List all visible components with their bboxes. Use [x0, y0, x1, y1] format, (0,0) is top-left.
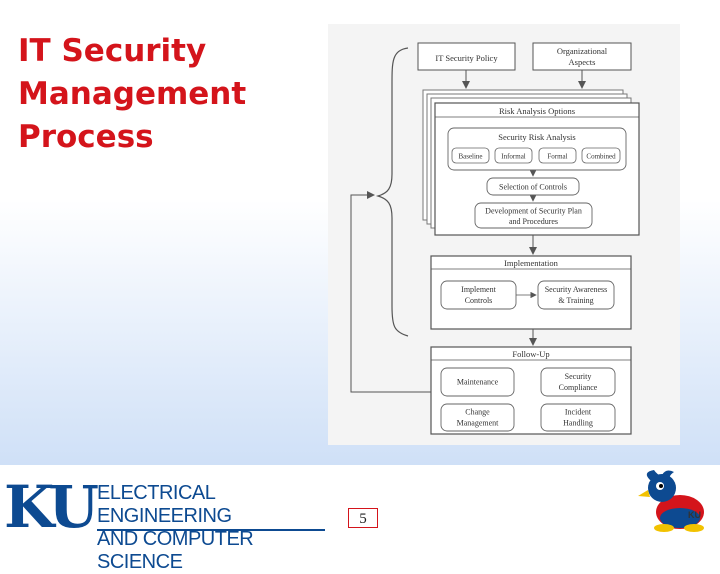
option-formal-label: Formal — [547, 153, 567, 161]
change-management-box: Change Management — [440, 403, 515, 432]
option-combined-label: Combined — [586, 153, 616, 161]
awareness-training-line2: & Training — [558, 296, 593, 305]
change-management-line1: Change — [465, 408, 490, 417]
feedback-loop-line — [350, 191, 431, 393]
sra-label: Security Risk Analysis — [498, 132, 575, 142]
org-aspects-box: Organizational Aspects — [532, 42, 632, 71]
security-plan-box: Development of Security Plan and Procedu… — [474, 202, 593, 229]
implementation-panel: Implementation Implement Controls Securi… — [430, 255, 632, 330]
curly-brace — [375, 47, 409, 337]
option-baseline: Baseline — [451, 147, 490, 164]
org-aspects-line2: Aspects — [569, 57, 596, 67]
diagram-canvas: IT Security Policy Organizational Aspect… — [350, 42, 640, 435]
department-line1: ELECTRICAL ENGINEERING — [97, 482, 232, 527]
policy-box: IT Security Policy — [417, 42, 516, 71]
department-line2: AND COMPUTER SCIENCE — [97, 528, 254, 573]
option-baseline-label: Baseline — [458, 153, 482, 161]
option-informal-label: Informal — [501, 153, 526, 161]
ku-logo: KU — [4, 473, 99, 541]
option-formal: Formal — [538, 147, 577, 164]
followup-panel: Follow-Up Maintenance Security Complianc… — [430, 346, 632, 435]
implement-controls-line1: Implement — [461, 285, 496, 294]
option-informal: Informal — [494, 147, 533, 164]
incident-handling-box: Incident Handling — [540, 403, 616, 432]
implement-controls-box: Implement Controls — [440, 280, 517, 310]
awareness-training-line1: Security Awareness — [545, 285, 608, 294]
compliance-line1: Security — [565, 372, 592, 381]
security-management-diagram: IT Security Policy Organizational Aspect… — [328, 24, 680, 445]
slide-title: IT Security Management Process — [18, 33, 247, 155]
svg-text:KU: KU — [688, 510, 701, 520]
incident-handling-line2: Handling — [563, 419, 593, 428]
option-combined: Combined — [581, 147, 621, 164]
followup-header: Follow-Up — [512, 349, 549, 359]
selection-controls-box: Selection of Controls — [486, 177, 580, 196]
risk-analysis-panel: Risk Analysis Options Security Risk Anal… — [434, 102, 640, 236]
org-aspects-line1: Organizational — [557, 46, 608, 56]
sra-box — [447, 127, 627, 171]
department-underline — [97, 529, 325, 531]
page-number: 5 — [348, 508, 378, 528]
change-management-line2: Management — [457, 419, 500, 428]
jayhawk-mascot-icon: KU — [636, 466, 712, 537]
implementation-header: Implementation — [504, 258, 559, 268]
incident-handling-line1: Incident — [565, 408, 592, 417]
compliance-box: Security Compliance — [540, 367, 616, 397]
risk-panel-header: Risk Analysis Options — [499, 106, 575, 116]
selection-controls-label: Selection of Controls — [499, 183, 567, 192]
maintenance-box: Maintenance — [440, 367, 515, 397]
implement-controls-line2: Controls — [465, 296, 493, 305]
awareness-training-box: Security Awareness & Training — [537, 280, 615, 310]
maintenance-label: Maintenance — [457, 378, 499, 387]
security-plan-line2: and Procedures — [509, 217, 558, 226]
compliance-line2: Compliance — [559, 383, 598, 392]
department-name: ELECTRICAL ENGINEERING AND COMPUTER SCIE… — [97, 482, 337, 574]
policy-box-label: IT Security Policy — [435, 53, 498, 63]
security-plan-line1: Development of Security Plan — [485, 207, 582, 216]
